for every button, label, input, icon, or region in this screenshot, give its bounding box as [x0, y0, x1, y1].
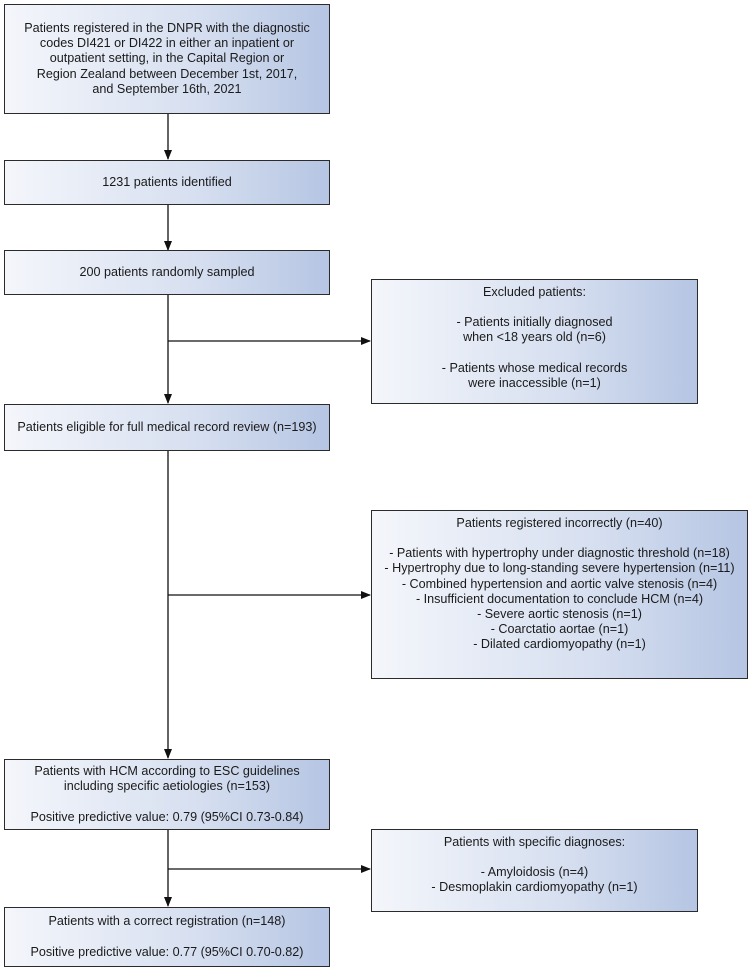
incorrect-title: Patients registered incorrectly (n=40) [456, 516, 663, 530]
identified-box: 1231 patients identified [4, 160, 330, 205]
sampled-text: 200 patients randomly sampled [79, 264, 255, 279]
hcm-box: Patients with HCM according to ESC guide… [4, 759, 330, 830]
specific-diagnoses-box: Patients with specific diagnoses: - Amyl… [371, 829, 698, 912]
identified-text: 1231 patients identified [102, 174, 232, 189]
source-line: outpatient setting, in the Capital Regio… [49, 51, 285, 66]
source-line: and September 16th, 2021 [92, 81, 242, 96]
hcm-ppv: Positive predictive value: 0.79 (95%CI 0… [30, 809, 304, 824]
source-line: Patients registered in the DNPR with the… [24, 20, 310, 35]
correct-registration-box: Patients with a correct registration (n=… [4, 907, 330, 967]
eligible-box: Patients eligible for full medical recor… [4, 404, 330, 451]
specific-item: - Amyloidosis (n=4) [480, 865, 589, 880]
correct-title: Patients with a correct registration (n=… [48, 914, 286, 929]
excluded-item: - Patients initially diagnosed [456, 315, 613, 330]
incorrect-item: - Patients with hypertrophy under diagno… [389, 546, 730, 561]
incorrect-item: - Hypertrophy due to long-standing sever… [384, 561, 735, 576]
eligible-text: Patients eligible for full medical recor… [17, 419, 317, 434]
correct-ppv: Positive predictive value: 0.77 (95%CI 0… [30, 944, 304, 959]
hcm-line: including specific aetiologies (n=153) [63, 779, 271, 794]
excluded-item: when <18 years old (n=6) [463, 330, 606, 345]
incorrect-item: - Combined hypertension and aortic valve… [401, 576, 718, 591]
incorrect-item: - Dilated cardiomyopathy (n=1) [473, 637, 646, 652]
excluded-title: Excluded patients: [483, 285, 586, 299]
sampled-box: 200 patients randomly sampled [4, 250, 330, 295]
incorrect-item: - Coarctatio aortae (n=1) [490, 622, 629, 637]
hcm-line: Patients with HCM according to ESC guide… [34, 764, 300, 779]
source-line: codes DI421 or DI422 in either an inpati… [39, 36, 295, 51]
source-population-box: Patients registered in the DNPR with the… [4, 4, 330, 114]
incorrect-box: Patients registered incorrectly (n=40) -… [371, 510, 748, 679]
excluded-item: were inaccessible (n=1) [468, 375, 601, 390]
incorrect-item: - Insufficient documentation to conclude… [415, 591, 704, 606]
excluded-box: Excluded patients: - Patients initially … [371, 279, 698, 404]
specific-title: Patients with specific diagnoses: [443, 835, 626, 849]
specific-item: - Desmoplakin cardiomyopathy (n=1) [431, 880, 638, 895]
source-line: Region Zealand between December 1st, 201… [36, 66, 298, 81]
excluded-item: - Patients whose medical records [441, 360, 628, 375]
incorrect-item: - Severe aortic stenosis (n=1) [477, 607, 642, 622]
